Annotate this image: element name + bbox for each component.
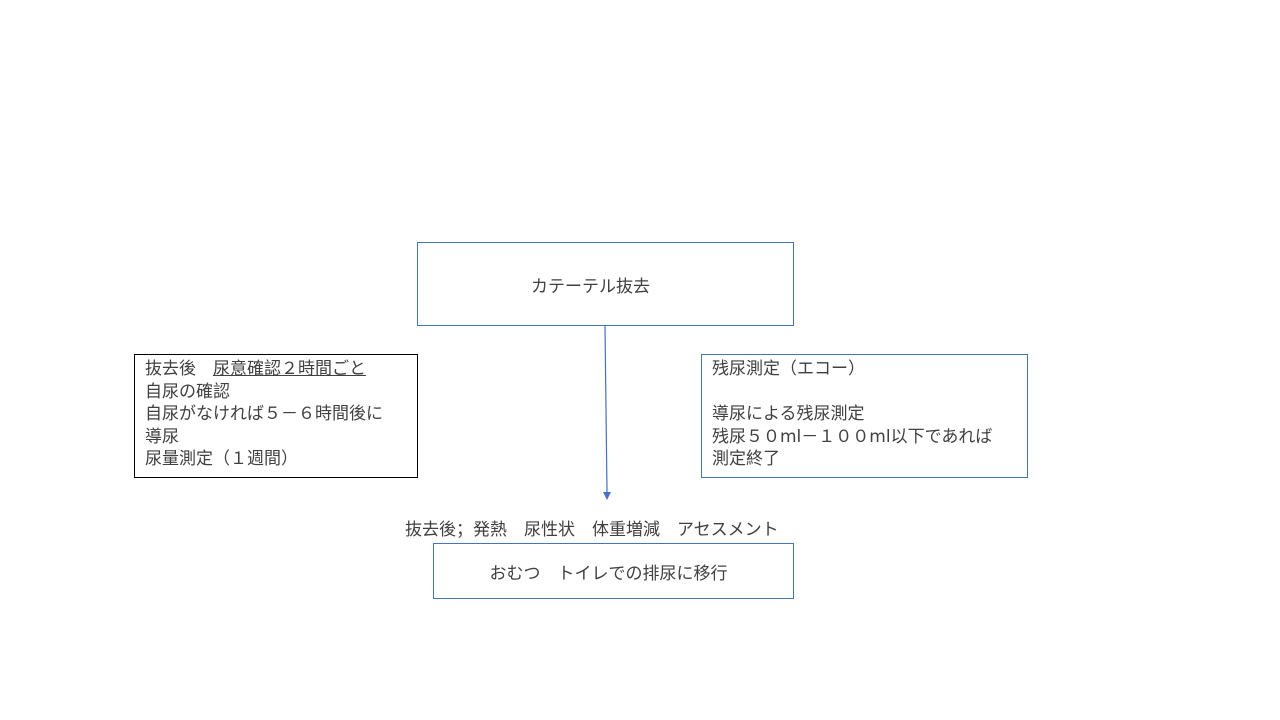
residual-urine-box: 残尿測定（エコー） 導尿による残尿測定 残尿５０ml－１００ml以下であれば 測… <box>701 354 1028 478</box>
left-box-line-3: 自尿がなければ５－６時間後に <box>145 404 383 424</box>
assessment-label: 抜去後；発熱 尿性状 体重増減 アセスメント <box>405 520 779 540</box>
right-box-line-2: 導尿による残尿測定 <box>712 404 865 424</box>
left-box-line-1-underlined: 尿意確認２時間ごと <box>213 359 366 379</box>
left-box-line-4: 導尿 <box>145 426 179 447</box>
right-box-line-1: 残尿測定（エコー） <box>712 359 865 379</box>
left-box-line-1: 抜去後 尿意確認２時間ごと <box>145 358 417 381</box>
toilet-transition-label: おむつ トイレでの排尿に移行 <box>489 563 728 584</box>
catheter-removal-label: カテーテル抜去 <box>531 276 650 297</box>
left-box-line-2: 自尿の確認 <box>145 381 230 402</box>
catheter-removal-box: カテーテル抜去 <box>417 242 794 326</box>
right-box-line-4: 測定終了 <box>712 449 780 469</box>
toilet-transition-box: おむつ トイレでの排尿に移行 <box>433 543 794 599</box>
left-box-line-1-prefix: 抜去後 <box>145 359 213 379</box>
left-box-line-5: 尿量測定（１週間） <box>145 449 298 469</box>
post-removal-voiding-box: 抜去後 尿意確認２時間ごと 自尿の確認 自尿がなければ５－６時間後に 導尿 尿量… <box>134 354 418 478</box>
right-box-blank-line <box>712 381 1027 404</box>
right-box-line-3: 残尿５０ml－１００ml以下であれば <box>712 426 993 447</box>
